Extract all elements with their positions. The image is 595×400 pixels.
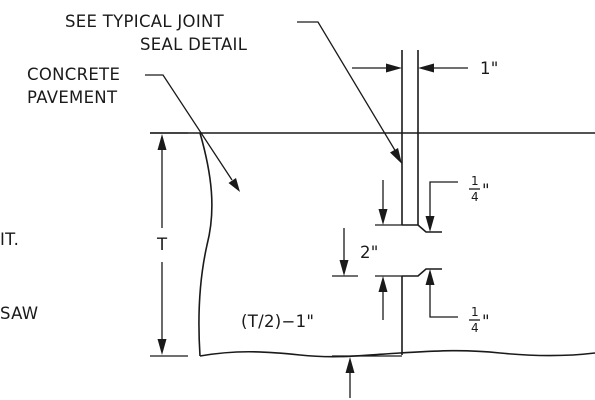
joint-upper-step: [402, 224, 442, 233]
concrete-leader: [145, 74, 233, 181]
concrete-note-line1: CONCRETE: [27, 65, 120, 84]
joint-seal-leader: [297, 21, 397, 153]
thickness-arrow-down: [157, 339, 167, 355]
lower-step-dimension: 1 4 ": [425, 269, 490, 335]
groove-depth-label: 2": [360, 243, 379, 262]
lower-step-numerator: 1: [471, 305, 479, 319]
upper-step-inch-mark: ": [482, 181, 490, 200]
arrow-right: [386, 63, 402, 73]
joint-lower-step: [402, 268, 442, 277]
joint-width-label: 1": [480, 59, 499, 78]
crack-depth-label: (T/2)−1": [241, 312, 314, 331]
cutoff-note-2: SAW: [0, 304, 38, 323]
sawcut-joint: [401, 50, 442, 355]
joint-seal-note-line2: SEAL DETAIL: [140, 35, 248, 54]
lower-step-denominator: 4: [471, 321, 479, 335]
joint-seal-note-line1: SEE TYPICAL JOINT: [65, 12, 225, 31]
crack-depth-dimension: (T/2)−1": [241, 228, 402, 398]
crack-arrow-down: [339, 260, 349, 276]
lower-step-inch-mark: ": [482, 312, 490, 331]
lower-step-arrow: [425, 269, 435, 285]
slab-bottom-break-line: [199, 349, 595, 358]
upper-step-leader: [429, 181, 458, 218]
groove-depth-dimension: 2": [360, 180, 402, 320]
groove-arrow-down: [378, 209, 388, 225]
lower-step-leader: [429, 283, 458, 318]
joint-width-dimension: 1": [352, 59, 499, 78]
thickness-arrow-up: [157, 134, 167, 150]
concrete-slab: [150, 132, 595, 358]
concrete-leader-arrow: [228, 178, 240, 192]
joint-seal-leader-arrow: [390, 148, 402, 164]
slab-left-break-line: [198, 132, 213, 357]
upper-step-dimension: 1 4 ": [425, 174, 490, 232]
arrow-left: [418, 63, 434, 73]
groove-arrow-up: [378, 276, 388, 292]
thickness-dimension: T: [150, 132, 188, 357]
thickness-label: T: [156, 235, 168, 254]
upper-step-arrow: [425, 216, 435, 232]
joint-seal-note: SEE TYPICAL JOINT SEAL DETAIL: [65, 12, 402, 164]
cutoff-note-1: IT.: [0, 230, 19, 249]
upper-step-denominator: 4: [471, 190, 479, 204]
crack-arrow-up: [345, 357, 355, 373]
concrete-note-line2: PAVEMENT: [27, 88, 118, 107]
concrete-pavement-note: CONCRETE PAVEMENT: [27, 65, 240, 192]
upper-step-numerator: 1: [471, 174, 479, 188]
